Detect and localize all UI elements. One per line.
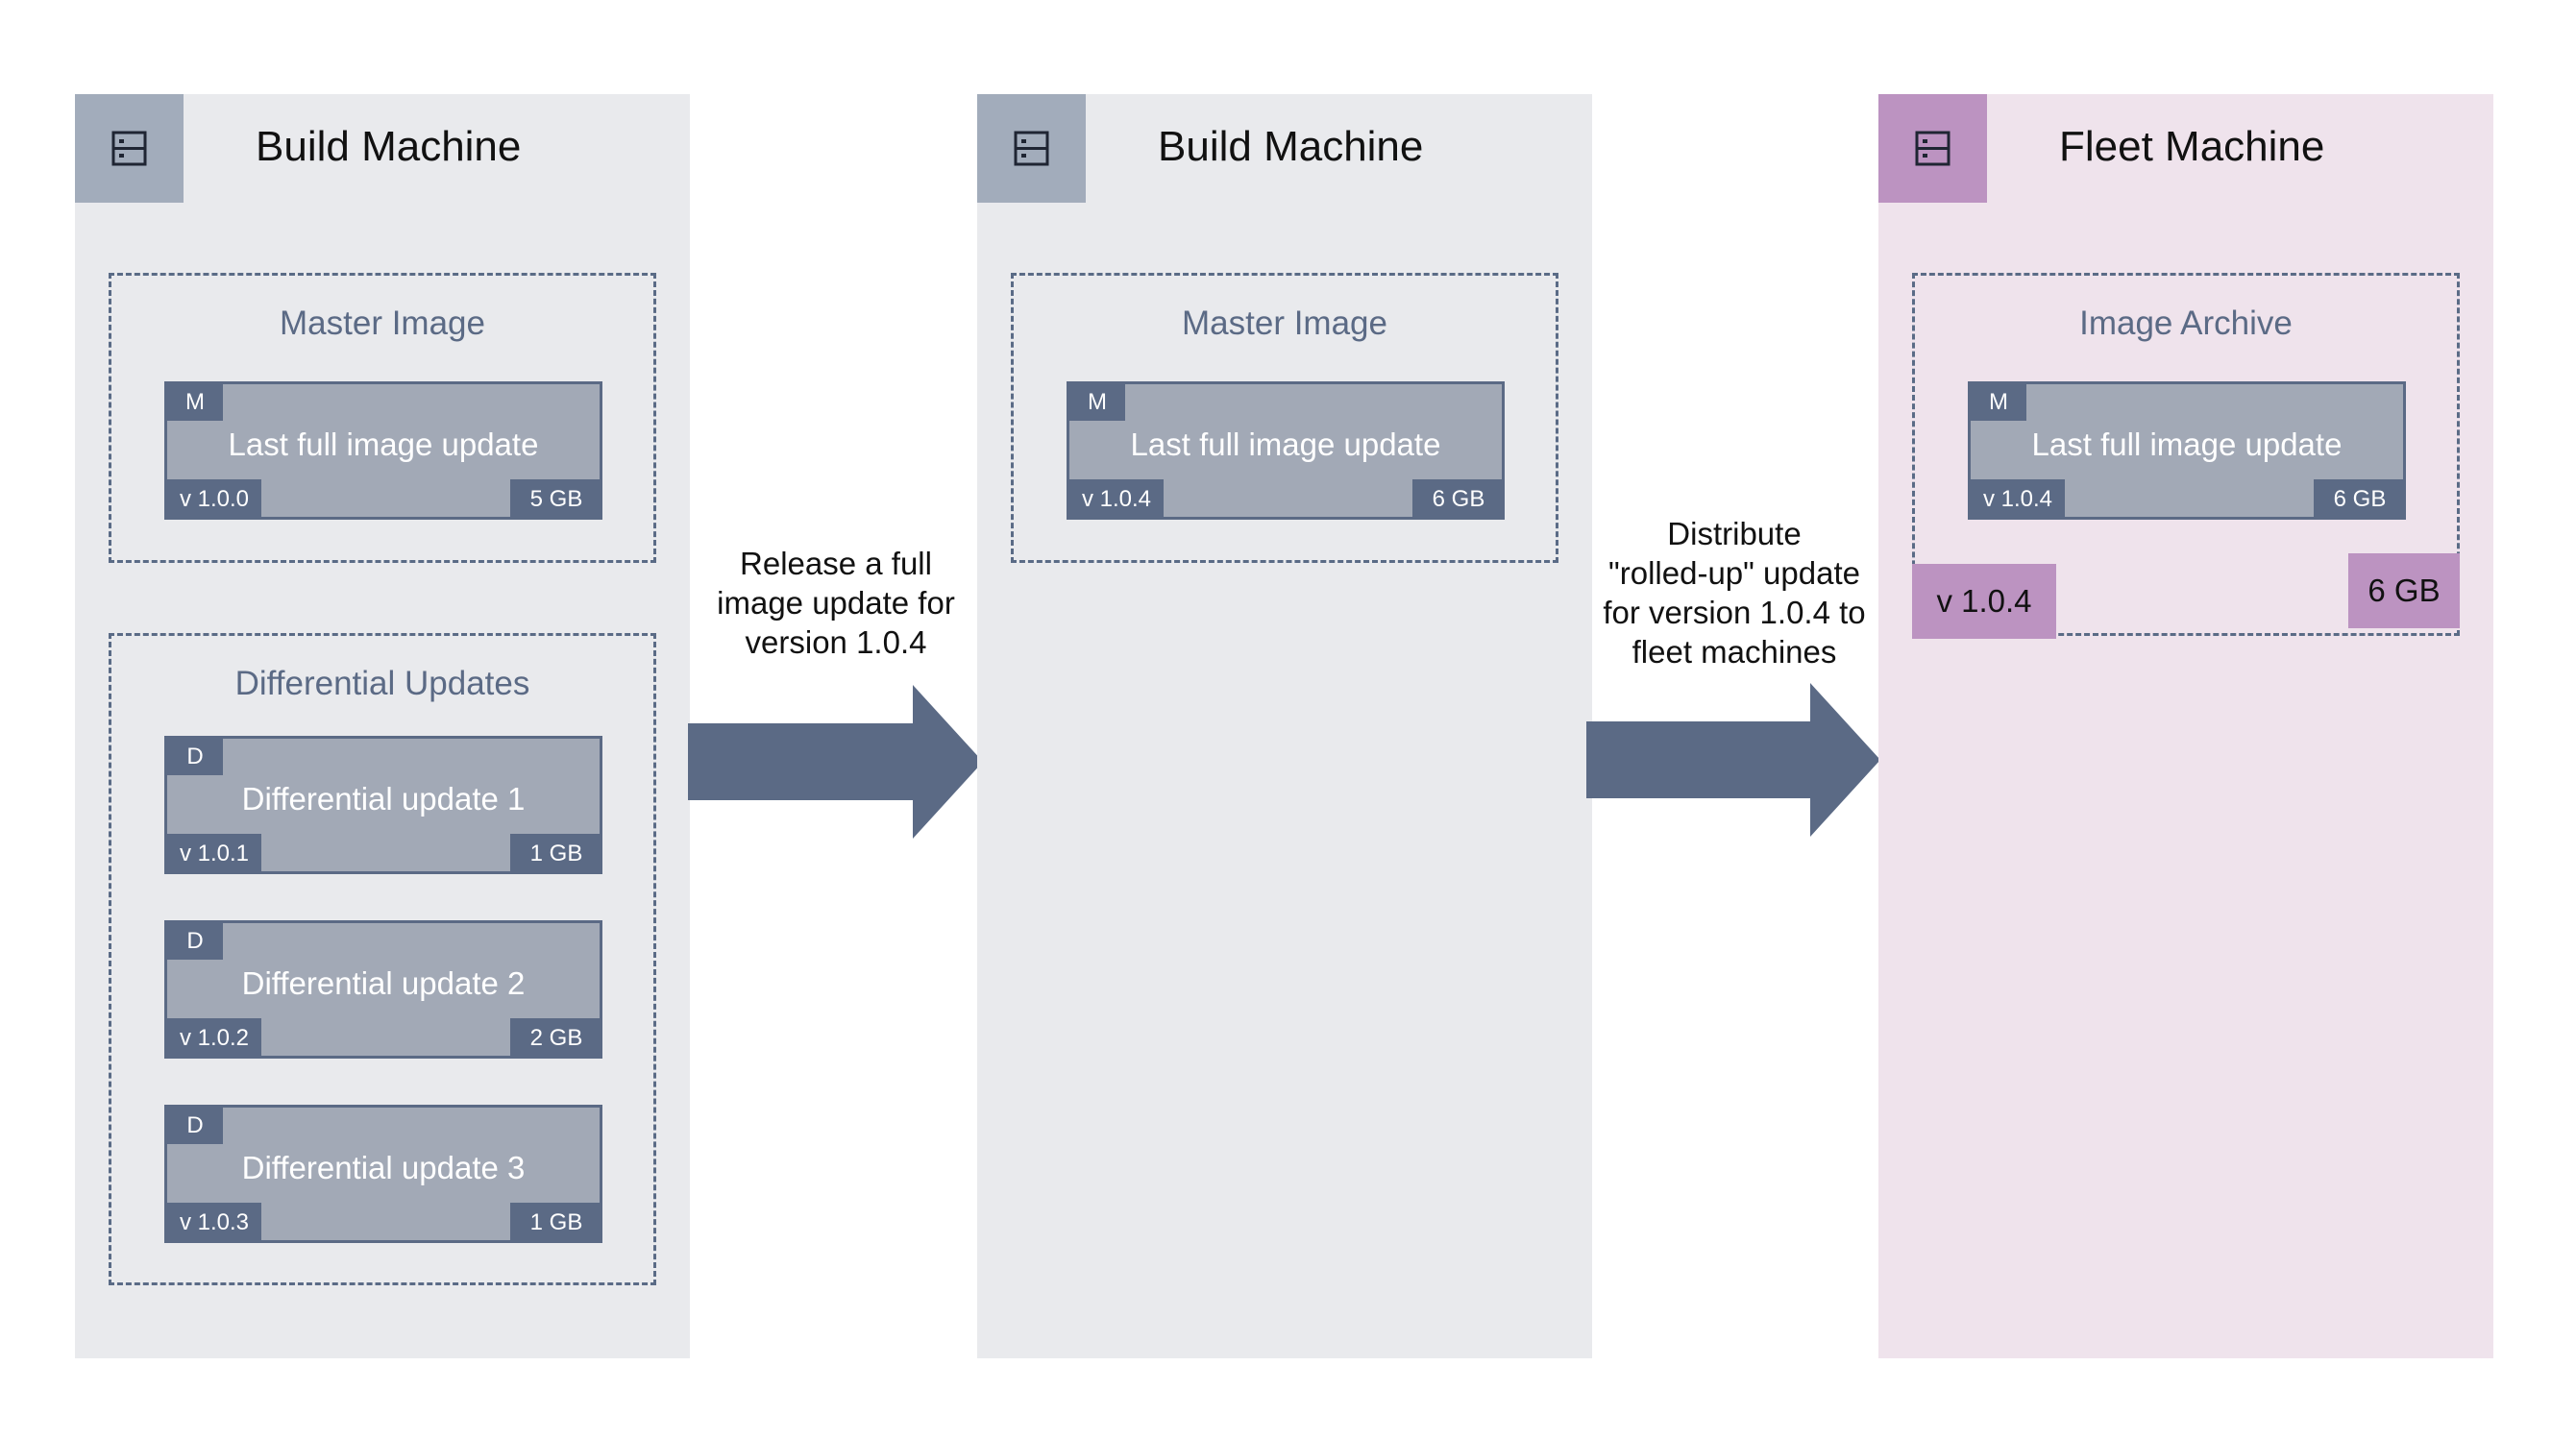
card-tag: D	[167, 1108, 223, 1144]
card-version: v 1.0.3	[167, 1203, 261, 1243]
card-version: v 1.0.4	[1971, 479, 2065, 520]
card-label: Differential update 3	[241, 1150, 526, 1185]
annotation-line: "rolled-up" update	[1608, 555, 1860, 591]
card-tag: M	[167, 384, 223, 421]
card-version: v 1.0.0	[167, 479, 261, 520]
distribute-annotation: Distribute "rolled-up" update for versio…	[1585, 514, 1883, 671]
image-card: D Differential update 3 v 1.0.3 1 GB	[164, 1105, 602, 1243]
right-arrow-icon	[688, 685, 983, 839]
master-image-group: Master Image M Last full image update v …	[109, 273, 656, 563]
archive-size-badge: 6 GB	[2348, 553, 2460, 628]
image-card: M Last full image update v 1.0.0 5 GB	[164, 381, 602, 520]
panel-title: Build Machine	[256, 123, 522, 170]
build-machine-panel-2: Build Machine Master Image M Last full i…	[977, 94, 1592, 1358]
server-icon	[977, 94, 1086, 203]
card-label: Differential update 2	[241, 965, 526, 1001]
group-title: Differential Updates	[234, 665, 530, 702]
card-size: 1 GB	[510, 1203, 602, 1243]
annotation-line: image update for	[717, 585, 955, 621]
card-size: 1 GB	[510, 834, 602, 874]
right-arrow-icon	[1586, 683, 1880, 837]
image-archive-group: Image Archive M Last full image update v…	[1912, 273, 2460, 639]
group-title: Master Image	[1182, 305, 1387, 342]
card-version: v 1.0.1	[167, 834, 261, 874]
card-version: v 1.0.4	[1069, 479, 1164, 520]
card-label: Last full image update	[228, 427, 539, 462]
image-card: M Last full image update v 1.0.4 6 GB	[1067, 381, 1505, 520]
card-size: 2 GB	[510, 1018, 602, 1059]
annotation-line: Release a full	[740, 546, 932, 581]
panel-title: Fleet Machine	[2059, 123, 2325, 170]
card-tag: M	[1069, 384, 1125, 421]
annotation-line: version 1.0.4	[745, 624, 927, 660]
fleet-machine-panel: Fleet Machine Image Archive M Last full …	[1878, 94, 2493, 1358]
differential-updates-group: Differential Updates D Differential upda…	[109, 633, 656, 1285]
card-tag: M	[1971, 384, 2026, 421]
card-tag: D	[167, 739, 223, 775]
card-version: v 1.0.2	[167, 1018, 261, 1059]
card-label: Last full image update	[2031, 427, 2343, 462]
image-card: D Differential update 2 v 1.0.2 2 GB	[164, 920, 602, 1059]
panel-title: Build Machine	[1158, 123, 1424, 170]
annotation-line: fleet machines	[1631, 634, 1837, 670]
release-annotation: Release a full image update for version …	[692, 544, 980, 662]
archive-version-badge: v 1.0.4	[1912, 564, 2056, 639]
build-machine-panel-1: Build Machine Master Image M Last full i…	[75, 94, 690, 1358]
card-size: 6 GB	[1412, 479, 1505, 520]
image-card: M Last full image update v 1.0.4 6 GB	[1968, 381, 2406, 520]
group-title: Image Archive	[2079, 305, 2293, 342]
server-icon	[75, 94, 184, 203]
card-tag: D	[167, 923, 223, 960]
master-image-group: Master Image M Last full image update v …	[1011, 273, 1558, 563]
annotation-line: Distribute	[1667, 516, 1802, 551]
card-label: Last full image update	[1130, 427, 1441, 462]
server-icon	[1878, 94, 1987, 203]
card-label: Differential update 1	[241, 781, 526, 817]
card-size: 6 GB	[2314, 479, 2406, 520]
annotation-line: for version 1.0.4 to	[1603, 595, 1866, 630]
group-title: Master Image	[280, 305, 485, 342]
card-size: 5 GB	[510, 479, 602, 520]
image-card: D Differential update 1 v 1.0.1 1 GB	[164, 736, 602, 874]
